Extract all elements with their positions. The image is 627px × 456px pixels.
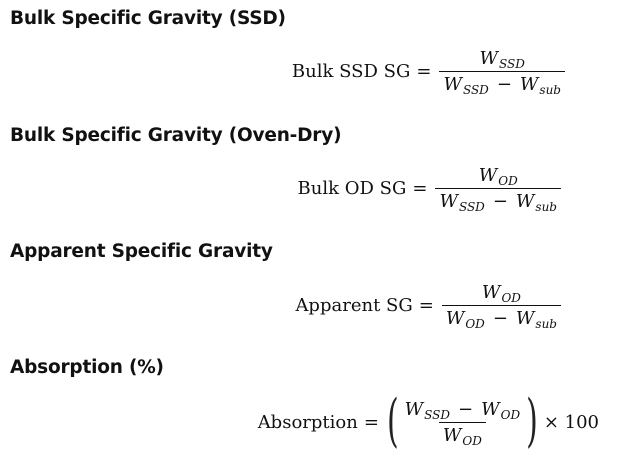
close-paren: ) — [526, 388, 538, 455]
denominator: WOD — [438, 422, 486, 448]
formula-bulk-od: Bulk OD SG = WOD WSSD−Wsub — [297, 165, 561, 214]
open-paren: ( — [386, 388, 399, 455]
section-heading-bulk-od: Bulk Specific Gravity (Oven-Dry) — [10, 125, 342, 146]
formula-lhs: Apparent SG — [295, 295, 413, 316]
denominator: WSSD−Wsub — [435, 188, 561, 214]
multiplier: × 100 — [543, 412, 599, 433]
formula-apparent: Apparent SG = WOD WOD−Wsub — [295, 282, 561, 331]
equals-sign: = — [418, 295, 434, 316]
equals-sign: = — [363, 412, 379, 433]
formula-lhs: Bulk SSD SG — [291, 61, 411, 82]
fraction: WOD WOD−Wsub — [441, 282, 561, 331]
equals-sign: = — [416, 61, 432, 82]
fraction: WSSD WSSD−Wsub — [439, 48, 565, 97]
section-heading-bulk-ssd: Bulk Specific Gravity (SSD) — [10, 8, 286, 29]
section-heading-absorption: Absorption (%) — [10, 357, 164, 378]
formula-bulk-ssd: Bulk SSD SG = WSSD WSSD−Wsub — [291, 48, 565, 97]
equals-sign: = — [412, 178, 428, 199]
denominator: WOD−Wsub — [441, 305, 561, 331]
formula-lhs: Bulk OD SG — [297, 178, 407, 199]
numerator: WOD — [478, 165, 518, 188]
fraction: WOD WSSD−Wsub — [435, 165, 561, 214]
section-heading-apparent: Apparent Specific Gravity — [10, 241, 273, 262]
numerator: WSSD — [479, 48, 525, 71]
denominator: WSSD−Wsub — [439, 71, 565, 97]
numerator: WOD — [481, 282, 521, 305]
formula-absorption: Absorption = ( WSSD−WOD WOD ) × 100 — [257, 393, 605, 450]
formula-lhs: Absorption — [257, 412, 358, 433]
fraction: WSSD−WOD WOD — [401, 399, 524, 448]
numerator: WSSD−WOD — [404, 399, 521, 422]
